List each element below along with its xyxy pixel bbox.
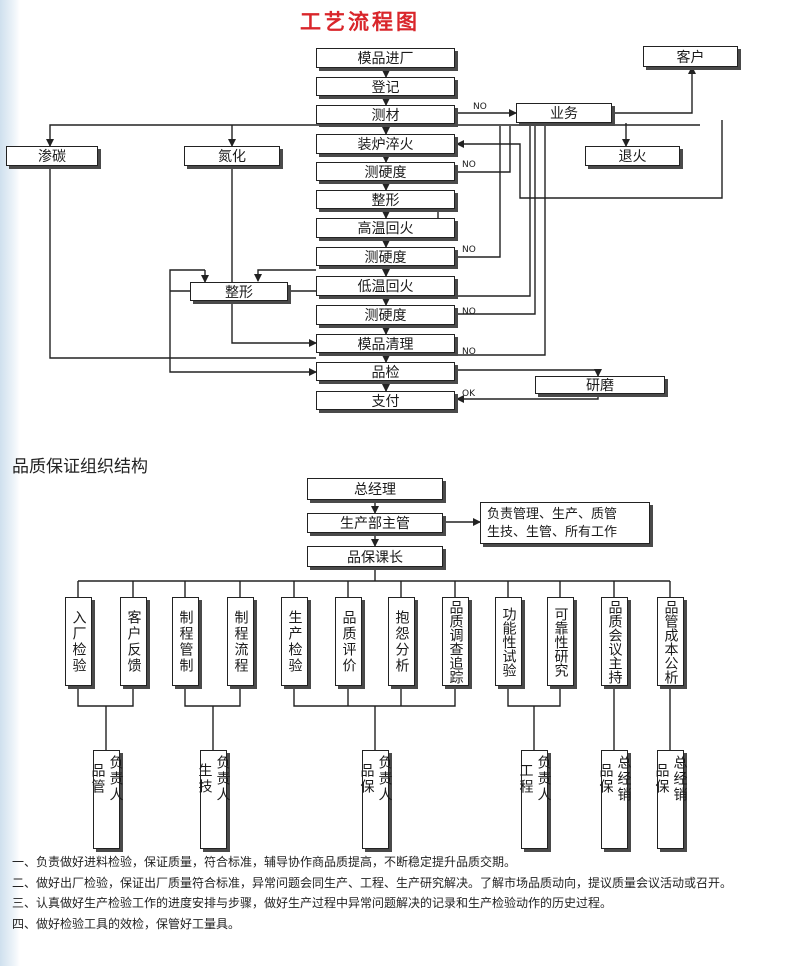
- step-clean: 模品清理: [316, 334, 455, 353]
- left-gradient-stripe: [0, 0, 20, 966]
- resp-box: 负责人生技: [197, 750, 231, 849]
- step-hardness-1: 测硬度: [316, 162, 455, 181]
- side-shaping-2: 整形: [190, 282, 288, 301]
- duty-label: 功能性试验: [500, 606, 517, 677]
- step-molds-in: 模品进厂: [316, 48, 455, 68]
- ok-label: OK: [462, 389, 475, 399]
- note-item: 一、负责做好进料检验，保证质量，符合标准，辅导协作商品质提高，不断稳定提升品质交…: [12, 855, 517, 869]
- note-item: 三、认真做好生产检验工作的进度安排与步骤，做好生产过程中异常问题解决的记录和生产…: [12, 896, 613, 910]
- step-inspect: 品检: [316, 362, 455, 381]
- resp-dept: 品保: [653, 763, 670, 795]
- resp-text: 负责人生技: [196, 755, 232, 803]
- step-register: 登记: [316, 77, 455, 96]
- duty-box: 客户反馈: [120, 597, 147, 686]
- duty-box: 制程管制: [172, 597, 199, 686]
- process-title: 工艺流程图: [300, 9, 420, 34]
- duty-label: 品质会议主持: [606, 599, 623, 684]
- note-line-1: 负责管理、生产、质管: [487, 507, 618, 522]
- duty-label: 抱怨分析: [393, 609, 410, 674]
- duty-label: 可靠性研究: [552, 606, 569, 677]
- resp-dept: 品管: [89, 763, 106, 795]
- duty-label: 品质评价: [340, 609, 357, 674]
- duty-label: 客户反馈: [125, 609, 142, 674]
- duty-label: 制程管制: [177, 609, 194, 674]
- step-shaping: 整形: [316, 190, 455, 209]
- step-measure: 测材: [316, 105, 455, 124]
- duty-box: 抱怨分析: [388, 597, 415, 686]
- resp-box: 负责人品保: [359, 750, 393, 849]
- step-quench: 装炉淬火: [316, 134, 455, 154]
- step-hardness-2: 测硬度: [316, 247, 455, 266]
- resp-text: 总经销品保: [597, 755, 633, 803]
- resp-dept: 生技: [196, 763, 213, 795]
- resp-role: 负责人: [214, 755, 231, 803]
- notes-list: 一、负责做好进料检验，保证质量，符合标准，辅导协作商品质提高，不断稳定提升品质交…: [12, 852, 732, 934]
- org-production-head: 生产部主管: [307, 513, 443, 533]
- side-carburize: 渗碳: [6, 146, 98, 166]
- duty-box: 品管成本公析: [657, 597, 684, 686]
- duty-label: 品质调查追踪: [447, 599, 464, 684]
- no-label: NO: [462, 307, 476, 317]
- org-general-manager: 总经理: [307, 478, 443, 500]
- no-label: NO: [462, 347, 476, 357]
- duty-box: 功能性试验: [495, 597, 522, 686]
- duty-box: 制程流程: [227, 597, 254, 686]
- resp-dept: 品保: [597, 763, 614, 795]
- no-label: NO: [462, 245, 476, 255]
- resp-dept: 工程: [517, 763, 534, 795]
- note-line-2: 生技、生管、所有工作: [487, 525, 618, 540]
- side-grind: 研磨: [535, 376, 665, 394]
- note-item: 四、做好检验工具的效检，保管好工量具。: [12, 916, 241, 931]
- duty-label: 入厂检验: [70, 609, 87, 674]
- note-item: 二、做好出厂检验，保证出厂质量符合标准，异常问题会同生产、工程、生产研究解决。了…: [12, 875, 733, 890]
- side-business: 业务: [516, 103, 612, 123]
- duty-box: 生产检验: [281, 597, 308, 686]
- resp-text: 负责人品管: [89, 755, 125, 803]
- duty-box: 品质评价: [335, 597, 362, 686]
- step-high-temper: 高温回火: [316, 218, 455, 238]
- step-deliver: 支付: [316, 391, 455, 410]
- duty-label: 品管成本公析: [662, 599, 679, 684]
- side-anneal: 退火: [585, 146, 680, 166]
- resp-box: 负责人品管: [90, 750, 124, 849]
- duty-box: 可靠性研究: [547, 597, 574, 686]
- resp-box: 总经销品保: [598, 750, 632, 849]
- duty-box: 品质调查追踪: [442, 597, 469, 686]
- no-label: NO: [473, 102, 487, 112]
- step-hardness-3: 测硬度: [316, 305, 455, 325]
- resp-dept: 品保: [358, 763, 375, 795]
- resp-role: 总经销: [615, 755, 632, 803]
- resp-text: 负责人工程: [517, 755, 553, 803]
- duty-box: 品质会议主持: [601, 597, 628, 686]
- step-low-temper: 低温回火: [316, 276, 455, 296]
- resp-role: 负责人: [107, 755, 124, 803]
- resp-text: 总经销品保: [653, 755, 689, 803]
- resp-box: 总经销品保: [654, 750, 688, 849]
- resp-role: 总经销: [671, 755, 688, 803]
- duty-label: 生产检验: [286, 609, 303, 674]
- org-title: 品质保证组织结构: [12, 457, 148, 477]
- duty-label: 制程流程: [232, 609, 249, 674]
- org-production-head-note: 负责管理、生产、质管 生技、生管、所有工作: [480, 502, 650, 544]
- duty-box: 入厂检验: [65, 597, 92, 686]
- org-qa-chief: 品保课长: [307, 546, 443, 567]
- resp-text: 负责人品保: [358, 755, 394, 803]
- resp-box: 负责人工程: [518, 750, 552, 849]
- resp-role: 负责人: [376, 755, 393, 803]
- no-label: NO: [462, 160, 476, 170]
- side-customer: 客户: [643, 46, 738, 67]
- resp-role: 负责人: [535, 755, 552, 803]
- side-nitride: 氮化: [184, 146, 280, 166]
